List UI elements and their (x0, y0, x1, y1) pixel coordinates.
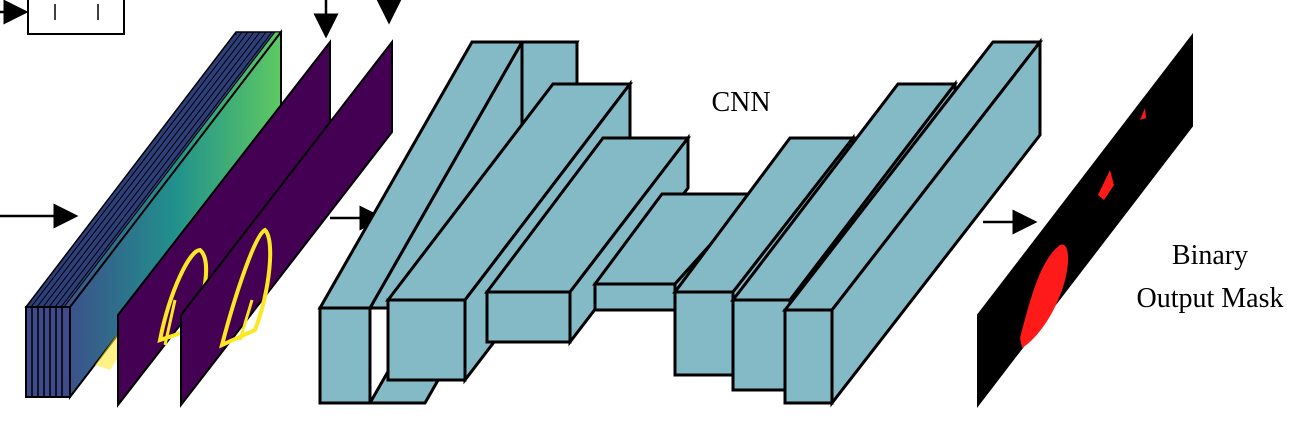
output-label-line2: Output Mask (1137, 283, 1284, 314)
cnn-block-decoder-3 (781, 37, 1044, 408)
output-label-line1: Binary (1172, 240, 1248, 271)
output-mask-plane (977, 33, 1193, 408)
input-box-icon (0, 0, 125, 35)
cnn-label: CNN (711, 87, 770, 118)
feature-plane-2 (180, 39, 393, 408)
